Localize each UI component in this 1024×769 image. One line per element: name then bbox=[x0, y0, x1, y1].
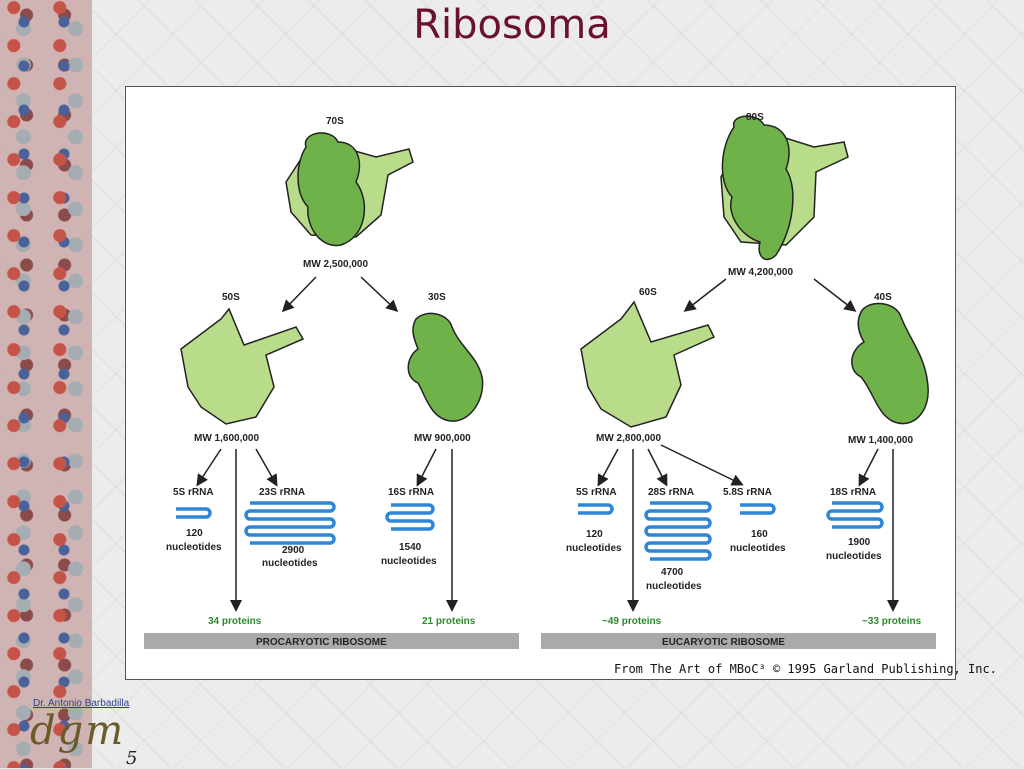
euk-5s-label: 5S rRNA bbox=[576, 487, 617, 498]
prok-small-proteins: 21 proteins bbox=[422, 616, 476, 627]
euk-5s-unit: nucleotides bbox=[566, 543, 622, 554]
dna-decoration-strip bbox=[0, 0, 92, 768]
prok-5s-label: 5S rRNA bbox=[173, 487, 214, 498]
prokaryote-30s-shape bbox=[407, 312, 484, 422]
figure-credit: From The Art of MBoC³ © 1995 Garland Pub… bbox=[614, 662, 997, 676]
prokaryote-70s-label: 70S bbox=[326, 116, 344, 127]
ribosome-figure: 70S MW 2,500,000 50S MW 1,600,000 30S MW… bbox=[125, 86, 997, 680]
prokaryote-50s-shape bbox=[180, 307, 305, 425]
euk-28s-label: 28S rRNA bbox=[648, 487, 694, 498]
prokaryote-30s-mw: MW 900,000 bbox=[414, 433, 471, 444]
euk-28s-rrna-coil bbox=[644, 501, 712, 561]
euk-small-proteins: ~33 proteins bbox=[862, 616, 922, 627]
prok-16s-label: 16S rRNA bbox=[388, 487, 434, 498]
euk-5-8s-count: 160 bbox=[751, 529, 768, 540]
author-link[interactable]: Dr. Antonio Barbadilla bbox=[33, 698, 130, 709]
page-number: 5 bbox=[126, 748, 138, 769]
prokaryote-50s-label: 50S bbox=[222, 292, 240, 303]
prokaryote-banner-text: PROCARYOTIC RIBOSOME bbox=[256, 637, 387, 648]
ribosome-diagram: 70S MW 2,500,000 50S MW 1,600,000 30S MW… bbox=[144, 112, 997, 676]
prokaryote-banner bbox=[144, 633, 519, 649]
eukaryote-60s-shape bbox=[580, 300, 716, 428]
eukaryote-60s-label: 60S bbox=[639, 287, 657, 298]
euk-18s-unit: nucleotides bbox=[826, 551, 882, 562]
euk-5s-count: 120 bbox=[586, 529, 603, 540]
prokaryote-50s-mw: MW 1,600,000 bbox=[194, 433, 259, 444]
euk-18s-rrna-coil bbox=[826, 501, 884, 529]
prok-23s-unit: nucleotides bbox=[262, 558, 318, 569]
prokaryote-30s-label: 30S bbox=[428, 292, 446, 303]
prokaryote-70s-shape bbox=[285, 132, 414, 247]
prok-16s-count: 1540 bbox=[399, 542, 422, 553]
prok-large-proteins: 34 proteins bbox=[208, 616, 262, 627]
eukaryote-40s-label: 40S bbox=[874, 292, 892, 303]
prokaryote-70s-mw: MW 2,500,000 bbox=[303, 259, 368, 270]
prok-16s-rrna-coil bbox=[385, 503, 435, 531]
prok-23s-count: 2900 bbox=[282, 545, 305, 556]
prok-5s-unit: nucleotides bbox=[166, 542, 222, 553]
euk-5-8s-unit: nucleotides bbox=[730, 543, 786, 554]
euk-large-proteins: ~49 proteins bbox=[602, 616, 662, 627]
euk-28s-count: 4700 bbox=[661, 567, 684, 578]
eukaryote-banner bbox=[541, 633, 936, 649]
prok-23s-rrna-coil bbox=[244, 501, 336, 545]
euk-18s-label: 18S rRNA bbox=[830, 487, 876, 498]
slide-title: Ribosoma bbox=[413, 2, 611, 48]
prok-23s-label: 23S rRNA bbox=[259, 487, 305, 498]
euk-18s-count: 1900 bbox=[848, 537, 871, 548]
prok-5s-count: 120 bbox=[186, 528, 203, 539]
eukaryote-40s-mw: MW 1,400,000 bbox=[848, 435, 913, 446]
eukaryote-80s-shape bbox=[720, 115, 849, 261]
eukaryote-80s-mw: MW 4,200,000 bbox=[728, 267, 793, 278]
eukaryote-40s-shape bbox=[851, 302, 929, 425]
eukaryote-80s-label: 80S bbox=[746, 112, 764, 123]
euk-28s-unit: nucleotides bbox=[646, 581, 702, 592]
euk-5s-rrna-coil bbox=[578, 503, 614, 515]
prok-16s-unit: nucleotides bbox=[381, 556, 437, 567]
eukaryote-banner-text: EUCARYOTIC RIBOSOME bbox=[662, 637, 785, 648]
euk-5-8s-rrna-coil bbox=[740, 503, 776, 515]
euk-5-8s-label: 5.8S rRNA bbox=[723, 487, 772, 498]
prok-5s-rrna-coil bbox=[176, 507, 212, 519]
dgm-logo: dgm bbox=[30, 708, 126, 754]
eukaryote-60s-mw: MW 2,800,000 bbox=[596, 433, 661, 444]
